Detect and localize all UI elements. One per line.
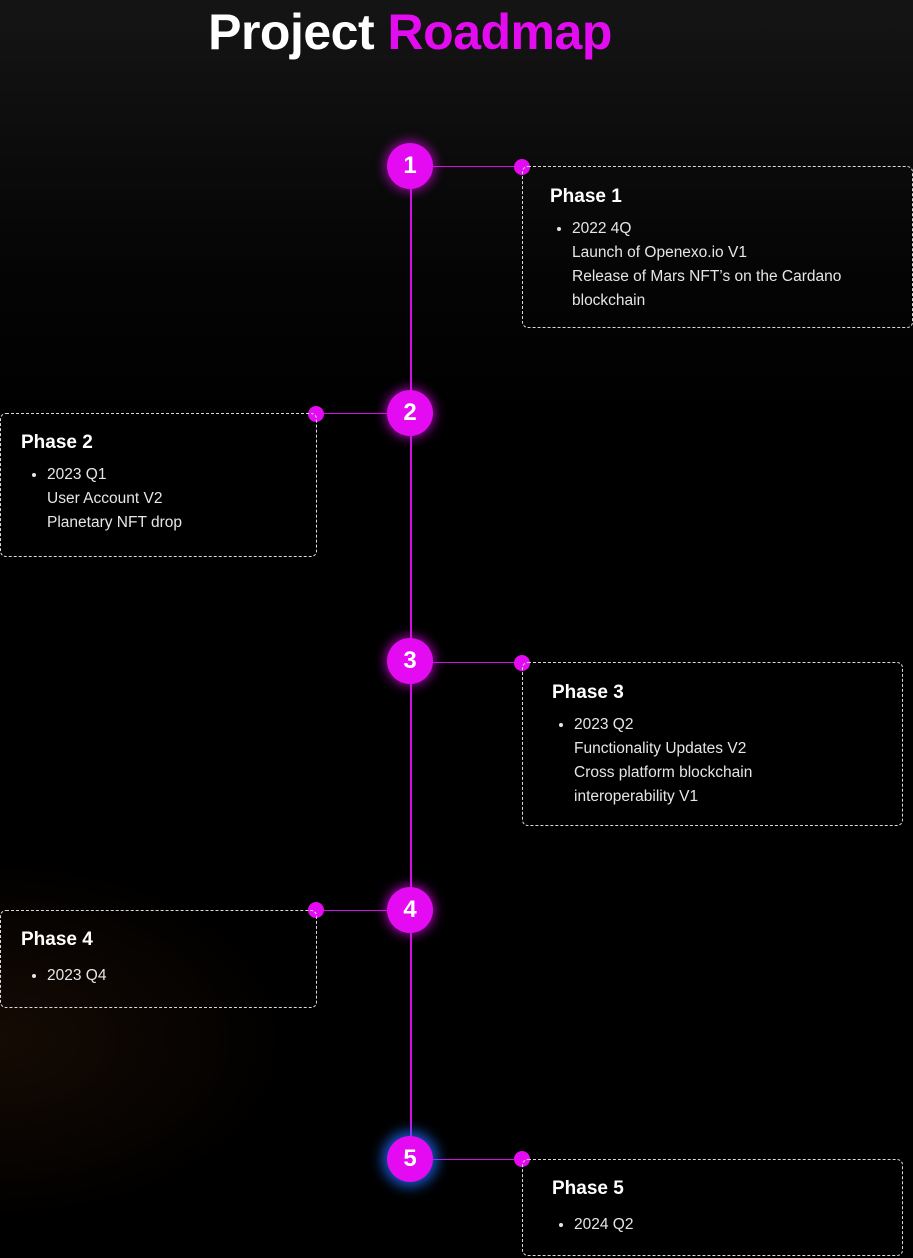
phase-4-title: Phase 4 [21, 929, 93, 950]
phase-2-card: Phase 2 2023 Q1 User Account V2 Planetar… [0, 413, 317, 557]
phase-3-marker: 3 [387, 638, 433, 684]
phase-4-date: 2023 Q4 [47, 967, 107, 984]
phase-1-title: Phase 1 [550, 186, 622, 207]
phase-3-detail: Cross platform blockchain [574, 764, 753, 781]
phase-3-list: 2023 Q2 Functionality Updates V2 Cross p… [552, 713, 882, 809]
phase-3-detail: interoperability V1 [574, 788, 699, 805]
phase-5-connector [432, 1159, 522, 1160]
phase-4-connector [316, 910, 394, 911]
phase-2-marker: 2 [387, 390, 433, 436]
phase-5-item: 2024 Q2 [559, 1213, 882, 1237]
phase-5-card: Phase 5 2024 Q2 [522, 1159, 903, 1256]
phase-2-item: 2023 Q1 User Account V2 Planetary NFT dr… [32, 463, 296, 535]
phase-5-title: Phase 5 [552, 1178, 624, 1199]
phase-4-marker: 4 [387, 887, 433, 933]
phase-4-item: 2023 Q4 [32, 964, 296, 988]
phase-3-item: 2023 Q2 Functionality Updates V2 Cross p… [559, 713, 882, 809]
phase-3-title: Phase 3 [552, 682, 624, 703]
phase-2-list: 2023 Q1 User Account V2 Planetary NFT dr… [21, 463, 296, 535]
title-word-roadmap: Roadmap [387, 4, 613, 60]
phase-3-detail: Functionality Updates V2 [574, 740, 747, 757]
phase-1-marker: 1 [387, 143, 433, 189]
phase-1-detail: blockchain [572, 292, 646, 309]
page-title: Project Roadmap [0, 2, 820, 62]
phase-5-marker: 5 [387, 1136, 433, 1182]
phase-4-list: 2023 Q4 [21, 964, 296, 988]
title-word-project: Project [208, 4, 375, 60]
phase-3-date: 2023 Q2 [574, 716, 634, 733]
phase-5-list: 2024 Q2 [552, 1213, 882, 1237]
phase-1-list: 2022 4Q Launch of Openexo.io V1 Release … [550, 217, 892, 313]
phase-1-date: 2022 4Q [572, 220, 632, 237]
phase-1-detail: Release of Mars NFT’s on the Cardano [572, 268, 842, 285]
phase-3-card: Phase 3 2023 Q2 Functionality Updates V2… [522, 662, 903, 826]
phase-1-detail: Launch of Openexo.io V1 [572, 244, 747, 261]
phase-4-card: Phase 4 2023 Q4 [0, 910, 317, 1008]
phase-5-date: 2024 Q2 [574, 1216, 634, 1233]
phase-2-detail: Planetary NFT drop [47, 514, 182, 531]
phase-2-detail: User Account V2 [47, 490, 163, 507]
phase-1-connector [432, 166, 522, 167]
phase-2-connector [316, 413, 394, 414]
phase-1-item: 2022 4Q Launch of Openexo.io V1 Release … [557, 217, 892, 313]
phase-3-connector [432, 662, 522, 663]
phase-2-title: Phase 2 [21, 432, 93, 453]
phase-2-date: 2023 Q1 [47, 466, 107, 483]
phase-1-card: Phase 1 2022 4Q Launch of Openexo.io V1 … [522, 166, 913, 328]
